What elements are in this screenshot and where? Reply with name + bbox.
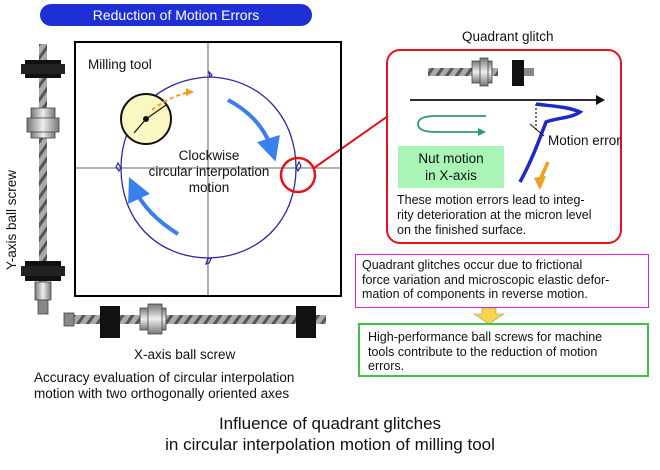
milling-tool-label: Milling tool <box>88 57 152 72</box>
milling-tool <box>120 88 194 145</box>
cause-line-1: Quadrant glitches occur due to frictiona… <box>362 258 583 272</box>
interpolation-plot-frame <box>74 41 342 297</box>
x-axis-screw-label: X-axis ball screw <box>134 347 236 362</box>
cause-line-2: force variation and microscopic elastic … <box>362 272 610 287</box>
x-axis-ball-screw <box>63 303 326 338</box>
glitch-note-line-1: These motion errors lead to integ- <box>397 193 585 207</box>
down-arrow <box>473 307 505 325</box>
motion-error-label: Motion error <box>548 133 621 148</box>
figure-title-line-1: Influence of quadrant glitches <box>218 414 442 433</box>
nut-motion-box: Nut motion in X-axis <box>398 146 504 188</box>
quadrant-glitch-title: Quadrant glitch <box>462 29 554 44</box>
nut-motion-line-1: Nut motion <box>418 151 484 166</box>
header-title: Reduction of Motion Errors <box>40 4 312 26</box>
quadrant-glitch-panel <box>386 49 622 244</box>
caption-line-2: motion with two orthogonally oriented ax… <box>34 386 290 401</box>
glitch-callout <box>279 115 389 194</box>
interpolation-label-3: motion <box>188 180 230 195</box>
interpolation-label-1: Clockwise <box>178 148 240 163</box>
result-box: High-performance ball screws for machine… <box>358 323 649 377</box>
y-axis-screw-label: Y-axis ball screw <box>4 169 19 270</box>
figure-title: Influence of quadrant glitches in circul… <box>0 413 660 455</box>
result-line-1: High-performance ball screws for machine <box>368 330 603 344</box>
result-line-3: errors. <box>368 359 405 373</box>
glitch-illustration <box>410 57 605 190</box>
result-line-2: tools contribute to the reduction of mot… <box>368 344 598 359</box>
cause-line-3: mation of components in reverse motion. <box>362 287 588 301</box>
interpolation-label-2: circular interpolation <box>148 164 270 179</box>
y-axis-ball-screw <box>21 44 65 315</box>
glitch-note-line-2: rity deterioration at the micron level <box>397 208 592 222</box>
caption-line-1: Accuracy evaluation of circular interpol… <box>34 370 295 385</box>
clockwise-arrows <box>128 98 280 236</box>
glitch-note-line-3: on the finished surface. <box>397 223 527 237</box>
figure-title-line-2: in circular interpolation motion of mill… <box>165 435 495 454</box>
nut-motion-line-2: in X-axis <box>425 168 477 183</box>
cause-box: Quadrant glitches occur due to frictiona… <box>355 254 649 308</box>
